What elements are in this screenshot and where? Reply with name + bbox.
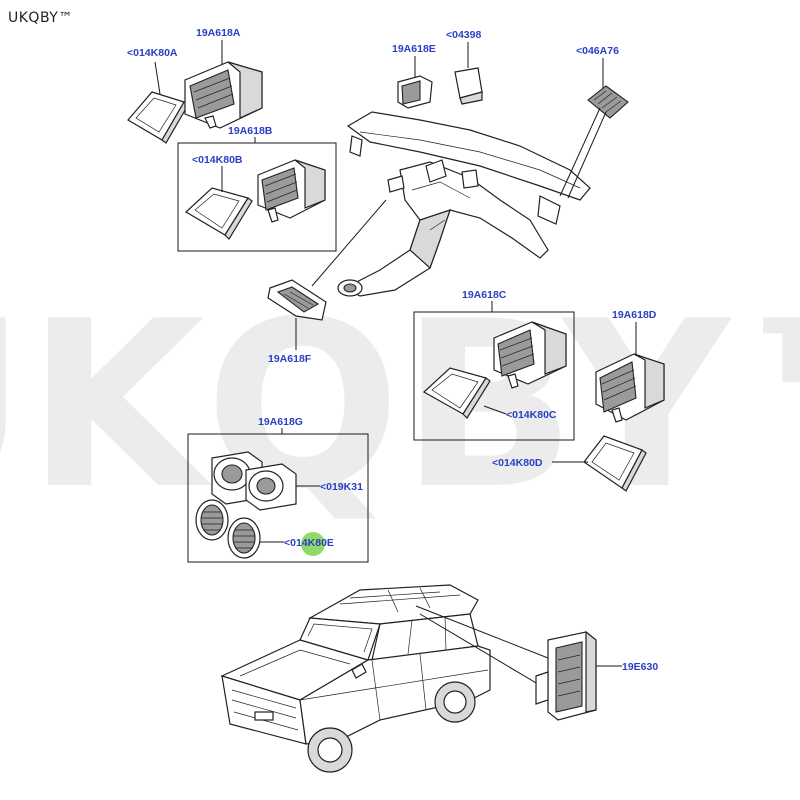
- label-19A618D: 19A618D: [612, 309, 657, 321]
- label-046A76: <046A76: [576, 45, 619, 57]
- leader-dash-046A76: [559, 107, 601, 197]
- label-19A618E: 19A618E: [392, 43, 436, 55]
- label-19A618B: 19A618B: [228, 125, 273, 137]
- watermark: UKQBY™: [0, 273, 800, 540]
- part-014K80D-bezel[interactable]: [583, 435, 647, 492]
- label-19A618G: 19A618G: [258, 416, 303, 428]
- part-046A76-grille[interactable]: [587, 85, 629, 119]
- part-19A618D-vent[interactable]: [595, 353, 665, 423]
- group-box-19A618B: [177, 142, 337, 252]
- part-014K80E-round-vents[interactable]: [195, 499, 261, 559]
- label-014K80A: <014K80A: [127, 47, 178, 59]
- label-019K31: <019K31: [320, 481, 363, 493]
- leader-dash-19A618F: [311, 199, 387, 287]
- highlight-dot: [301, 532, 325, 556]
- part-014K80B-bezel[interactable]: [184, 187, 253, 240]
- label-19A618F: 19A618F: [268, 353, 312, 365]
- part-19A618B-vent[interactable]: [257, 159, 326, 223]
- part-19A618A-vent[interactable]: [184, 61, 263, 129]
- brand-logo-text: UKQBY™: [8, 10, 73, 26]
- label-19A618A: 19A618A: [196, 27, 241, 39]
- part-014K80A-bezel[interactable]: [127, 91, 189, 144]
- leader-dash-046A76-b: [567, 111, 607, 199]
- part-019K31-vent-housings[interactable]: [211, 451, 297, 511]
- leader-vehicle-19E630: [415, 605, 549, 659]
- vehicle-illustration: [220, 584, 491, 773]
- part-19A618F-vent[interactable]: [267, 279, 327, 321]
- part-19A618E-vent[interactable]: [397, 75, 433, 109]
- group-box-19A618C: [413, 311, 575, 441]
- dashboard-duct-assembly: [337, 111, 591, 297]
- part-014K80C-bezel[interactable]: [422, 367, 491, 419]
- label-19E630: 19E630: [622, 661, 658, 673]
- part-19A618C-vent[interactable]: [493, 321, 567, 389]
- label-014K80B: <014K80B: [192, 154, 243, 166]
- label-04398: <04398: [446, 29, 481, 41]
- leader-014K80A: [154, 61, 161, 95]
- group-box-19A618G: [187, 433, 369, 563]
- label-014K80D: <014K80D: [492, 457, 543, 469]
- label-014K80C: <014K80C: [506, 409, 557, 421]
- leader-014K80C: [483, 405, 507, 415]
- part-19E630-vent[interactable]: [535, 630, 597, 721]
- label-014K80E: <014K80E: [284, 537, 334, 549]
- label-19A618C: 19A618C: [462, 289, 507, 301]
- leader-vehicle-19E630-b: [419, 613, 549, 691]
- part-04398-clip[interactable]: [454, 67, 483, 105]
